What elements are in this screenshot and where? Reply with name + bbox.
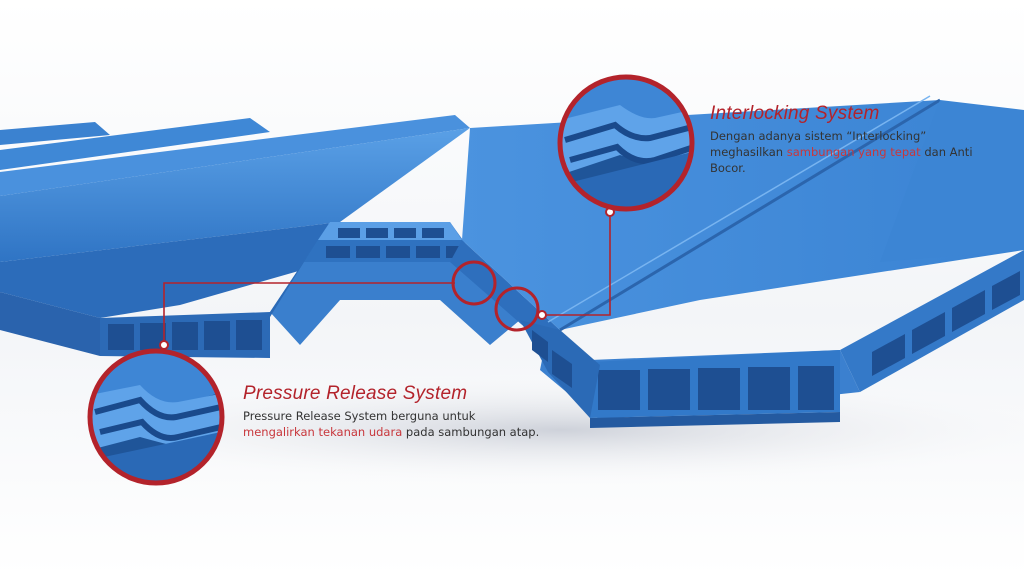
interlocking-highlight: sambungan yang tepat <box>786 145 921 159</box>
roof-left-section <box>0 128 470 358</box>
interlocking-body-start: Dengan adanya sistem “Interlocking” megh… <box>710 129 927 159</box>
pressure-highlight: mengalirkan tekanan udara <box>243 425 403 439</box>
pressure-leader-line <box>163 282 455 345</box>
pressure-callout: Pressure Release System Pressure Release… <box>243 383 543 440</box>
interlocking-zoom-circle <box>557 74 695 212</box>
interlocking-description: Dengan adanya sistem “Interlocking” megh… <box>710 128 990 176</box>
pressure-title: Pressure Release System <box>243 383 468 404</box>
interlock-end-dot <box>537 310 547 320</box>
interlocking-body-end: dan Anti Bocor. <box>710 145 973 175</box>
interlocking-leader-line <box>540 212 611 316</box>
pressure-point-marker <box>451 260 497 306</box>
callout-leader-lines <box>163 212 611 345</box>
pressure-leader-dot <box>159 340 169 350</box>
pressure-body-start: Pressure Release System berguna untuk <box>243 409 476 423</box>
pressure-body-end: pada sambungan atap. <box>402 425 540 439</box>
interlocking-callout: Interlocking System Dengan adanya sistem… <box>710 103 990 176</box>
interlocking-title: Interlocking System <box>710 103 880 124</box>
pressure-zoom-circle <box>87 348 225 486</box>
interlock-point-marker <box>494 286 540 332</box>
pressure-description: Pressure Release System berguna untuk me… <box>243 408 543 440</box>
back-ridges <box>0 115 470 196</box>
